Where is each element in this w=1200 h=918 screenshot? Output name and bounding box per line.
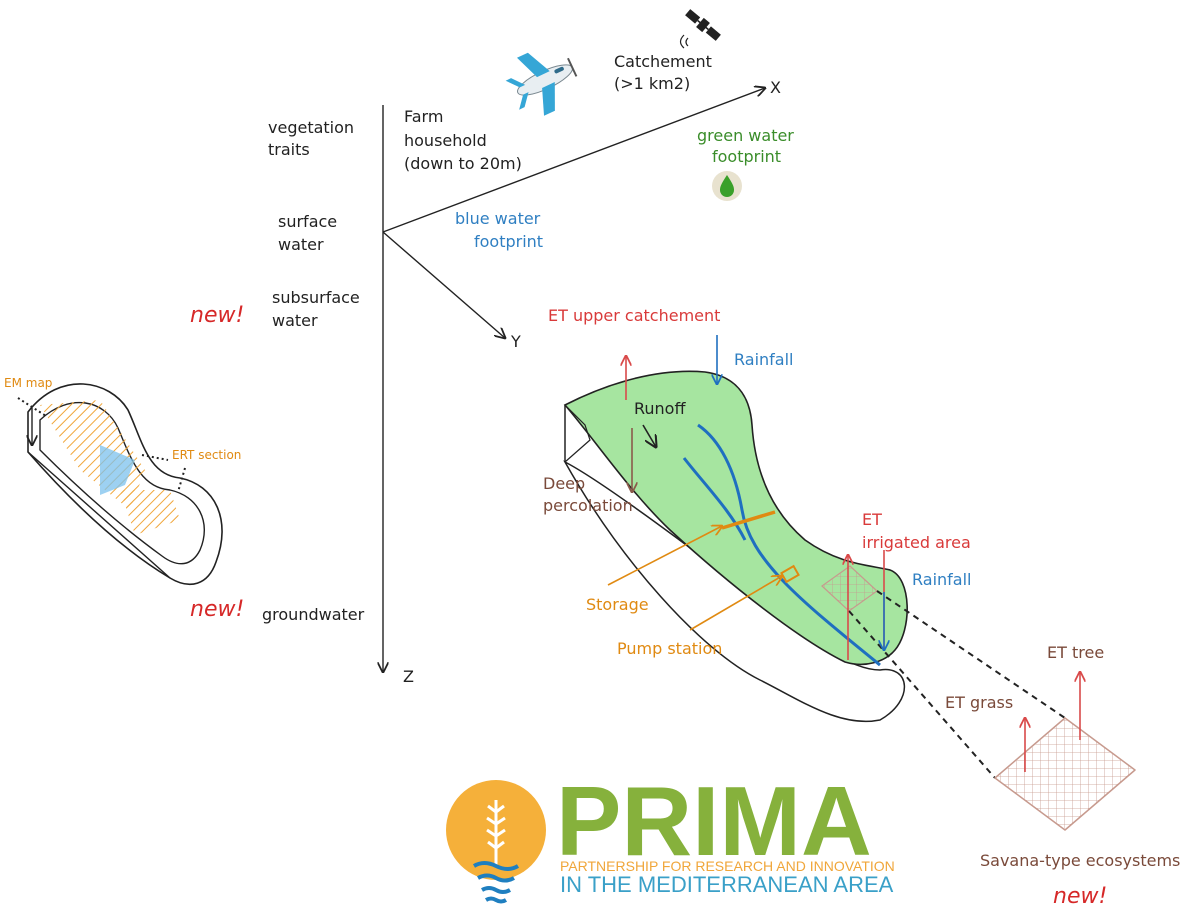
satellite-signal — [679, 34, 689, 49]
green-footprint-line2: footprint — [712, 147, 781, 166]
farm-label-line1: Farm — [404, 107, 443, 126]
ert-section-label: ERT section — [172, 448, 241, 462]
x-axis — [382, 88, 765, 233]
vegetation-label-line2: traits — [268, 140, 310, 159]
geophysics-sketch — [17, 383, 223, 586]
et-upper-catchment-label: ET upper catchement — [548, 306, 720, 325]
rainfall-right-label: Rainfall — [912, 570, 971, 589]
deep-percolation-label-line2: percolation — [543, 496, 633, 515]
savanna-label: Savana-type ecosystems — [980, 851, 1180, 870]
new-tag-subsurface: new! — [190, 303, 244, 328]
catchment-label-line2: (>1 km2) — [614, 74, 690, 93]
surface-label-line2: water — [278, 235, 324, 254]
prima-logo-subtitle2: IN THE MEDITERRANEAN AREA — [560, 872, 894, 897]
green-footprint-line1: green water — [697, 126, 794, 145]
z-axis-label: Z — [403, 667, 414, 686]
new-tag-groundwater: new! — [190, 597, 244, 622]
rainfall-top-label: Rainfall — [734, 350, 793, 369]
blue-footprint-line1: blue water — [455, 209, 541, 228]
catchment-label-line1: Catchement — [614, 52, 712, 71]
y-axis — [382, 231, 505, 338]
et-grass-label: ET grass — [945, 693, 1013, 712]
subsurface-label-line1: subsurface — [272, 288, 360, 307]
et-irrigated-label-line2: irrigated area — [862, 533, 971, 552]
blue-footprint-line2: footprint — [474, 232, 543, 251]
axes — [383, 88, 765, 672]
farm-label-line3: (down to 20m) — [404, 154, 522, 173]
savanna-patch — [994, 672, 1136, 831]
y-axis-label: Y — [510, 332, 521, 351]
airplane-icon — [505, 52, 578, 116]
surface-label-line1: surface — [278, 212, 337, 231]
water-drop-icon — [712, 171, 742, 201]
flux-arrows — [607, 335, 884, 660]
vegetation-label-line1: vegetation — [268, 118, 354, 137]
farm-label-line2: household — [404, 131, 487, 150]
pump-station-label: Pump station — [617, 639, 722, 658]
deep-percolation-label-line1: Deep — [543, 474, 585, 493]
groundwater-label: groundwater — [262, 605, 365, 624]
satellite-icon — [685, 9, 721, 41]
catchment-body — [563, 370, 1066, 779]
et-irrigated-label-line1: ET — [862, 510, 882, 529]
em-map-label: EM map — [4, 376, 52, 390]
runoff-label: Runoff — [634, 399, 686, 418]
prima-logo-name: PRIMA — [556, 766, 872, 876]
prima-logo-subtitle1: PARTNERSHIP FOR RESEARCH AND INNOVATION — [560, 858, 895, 874]
subsurface-label-line2: water — [272, 311, 318, 330]
prima-sun-logo — [446, 780, 546, 904]
x-axis-label: X — [770, 78, 781, 97]
new-tag-savanna: new! — [1053, 884, 1107, 909]
et-tree-label: ET tree — [1047, 643, 1104, 662]
storage-label: Storage — [586, 595, 649, 614]
